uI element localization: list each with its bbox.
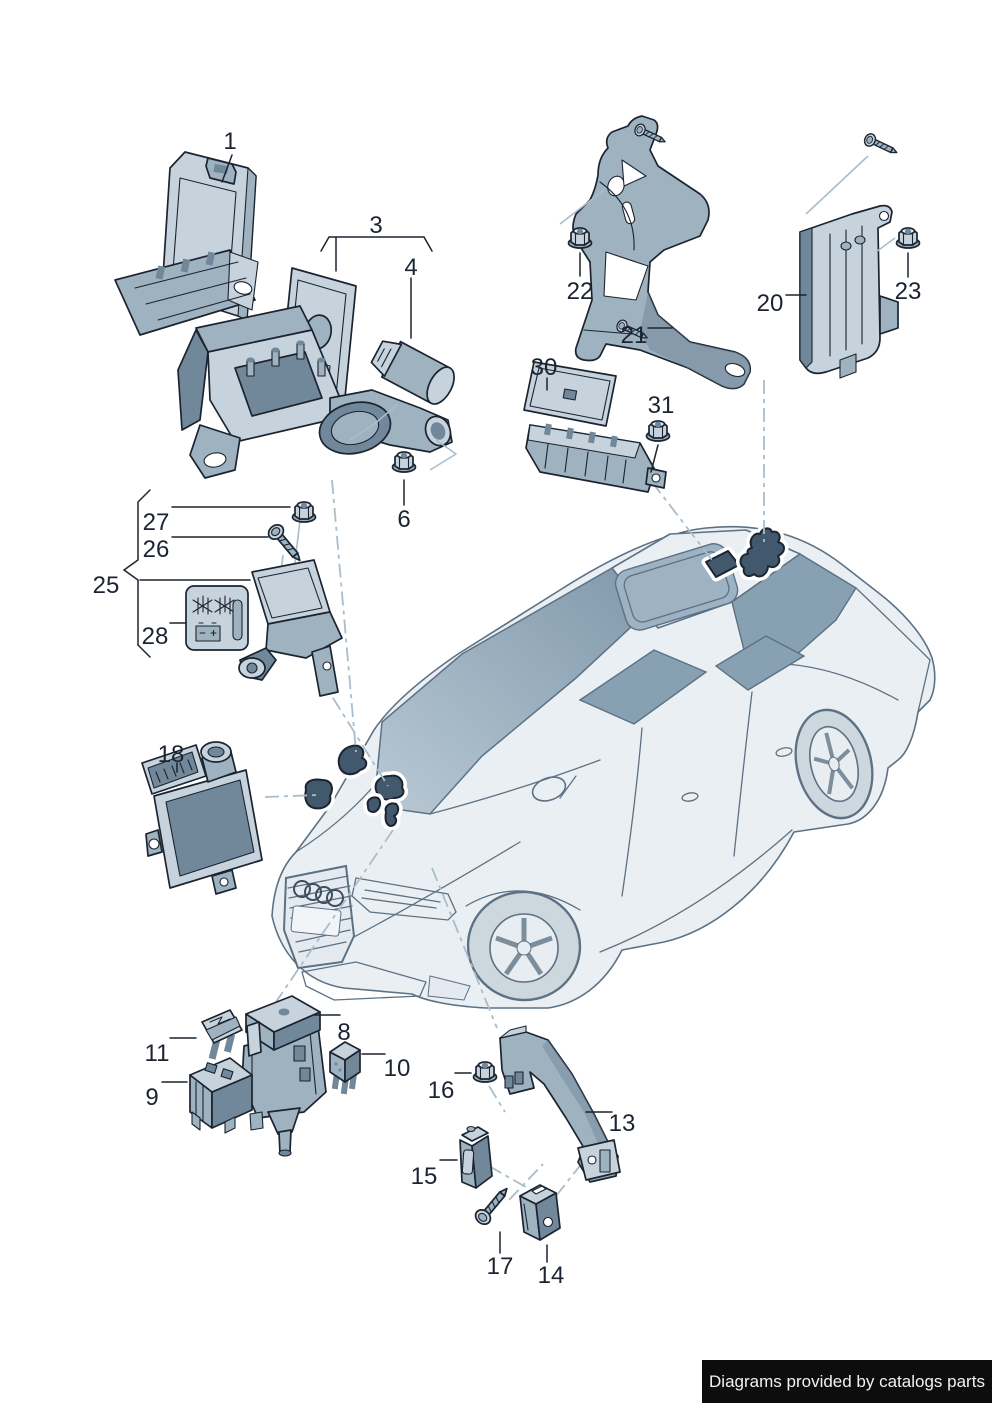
part-4-cylinder bbox=[370, 340, 455, 405]
callout-4: 4 bbox=[404, 254, 417, 281]
car-door-handle-front bbox=[681, 792, 699, 802]
callout-18: 18 bbox=[158, 741, 185, 768]
part-26-screw-icon bbox=[264, 521, 307, 567]
part-8-relay-carrier bbox=[241, 995, 327, 1157]
callout-1: 1 bbox=[223, 128, 236, 155]
callout-lines bbox=[122, 154, 909, 1263]
car-illustration bbox=[271, 523, 936, 1009]
callout-26: 26 bbox=[143, 536, 170, 563]
callout-9: 9 bbox=[145, 1084, 158, 1111]
part-30-fuse-box bbox=[523, 361, 667, 493]
callout-31: 31 bbox=[648, 392, 675, 419]
part-23-nut-icon bbox=[895, 227, 921, 249]
callout-16: 16 bbox=[428, 1077, 455, 1104]
callout-25: 25 bbox=[93, 572, 120, 599]
hood-patch-b bbox=[304, 778, 333, 810]
car-hood-creases bbox=[295, 759, 601, 939]
callout-numbers: 1 3 4 6 22 21 20 23 30 31 27 26 25 28 18… bbox=[93, 128, 922, 1289]
car-mirror bbox=[531, 775, 577, 802]
rear-shelf-patch-bracket bbox=[739, 527, 785, 578]
car-rear-wheel bbox=[794, 708, 874, 820]
callout-15: 15 bbox=[411, 1163, 438, 1190]
mounting-patches bbox=[300, 523, 789, 831]
part-17-screw-icon bbox=[471, 1182, 514, 1228]
hood-patch-a bbox=[337, 744, 368, 776]
part-10-relay bbox=[329, 1041, 361, 1095]
callout-22: 22 bbox=[567, 278, 594, 305]
part-28-warning-sticker bbox=[185, 585, 249, 651]
car-grille bbox=[282, 864, 356, 970]
part-15-sensor bbox=[459, 1125, 493, 1189]
audi-rings-icon bbox=[293, 880, 344, 907]
part-16-nut-icon bbox=[472, 1061, 498, 1083]
part-31-nut-icon bbox=[645, 420, 671, 442]
callout-28: 28 bbox=[142, 623, 169, 650]
callout-14: 14 bbox=[538, 1262, 565, 1289]
terminal-studs bbox=[246, 340, 326, 377]
part-14-holder bbox=[519, 1184, 561, 1241]
part-27-nut-icon bbox=[291, 501, 317, 523]
callout-10: 10 bbox=[384, 1055, 411, 1082]
part-9-fuse-holder-block bbox=[189, 1057, 253, 1134]
callout-21: 21 bbox=[621, 322, 648, 349]
callout-30: 30 bbox=[531, 354, 558, 381]
car-front-door-window bbox=[578, 649, 708, 725]
callout-27: 27 bbox=[143, 509, 170, 536]
callout-11: 11 bbox=[145, 1040, 170, 1067]
part-6-nut-icon bbox=[391, 451, 417, 473]
footer-credit-text: Diagrams provided by catalogs parts bbox=[709, 1371, 985, 1391]
callout-13: 13 bbox=[609, 1110, 636, 1137]
car-headlight bbox=[351, 877, 457, 921]
car-fog-vent bbox=[427, 975, 471, 1001]
part-18-control-module bbox=[141, 741, 263, 895]
part-11-blade-fuse bbox=[201, 1009, 243, 1060]
hood-patch-d bbox=[366, 796, 382, 813]
part-25-bracket-assembly bbox=[238, 519, 343, 697]
part-13-bracket bbox=[499, 1025, 621, 1183]
callout-6: 6 bbox=[397, 506, 410, 533]
callout-23: 23 bbox=[895, 278, 922, 305]
callout-3: 3 bbox=[369, 212, 382, 239]
car-license-plate bbox=[290, 905, 342, 937]
part-1-fuse-holder bbox=[114, 151, 259, 336]
callout-8: 8 bbox=[337, 1019, 350, 1046]
battery-pictogram bbox=[195, 622, 221, 642]
car-bumper-intake bbox=[301, 961, 427, 1001]
no-tools-pictogram bbox=[192, 595, 235, 615]
hood-patch-e bbox=[384, 802, 400, 827]
car-door-lines bbox=[599, 691, 793, 953]
car-rear-door-window bbox=[714, 635, 806, 691]
car-front-wheel bbox=[465, 890, 582, 1002]
car-trunk-line bbox=[785, 587, 931, 713]
part-3-bracket-assembly bbox=[177, 267, 453, 479]
callout-20: 20 bbox=[757, 290, 784, 317]
part-20-mounting-plate bbox=[799, 204, 899, 379]
part-20-screw-icon bbox=[861, 131, 901, 159]
footer-credit-bar: Diagrams provided by catalogs parts bbox=[702, 1360, 992, 1403]
sticker-side-band bbox=[232, 599, 243, 641]
car-door-handle-rear bbox=[775, 747, 793, 757]
part-21-bracket bbox=[572, 115, 752, 390]
callout-17: 17 bbox=[487, 1253, 514, 1280]
